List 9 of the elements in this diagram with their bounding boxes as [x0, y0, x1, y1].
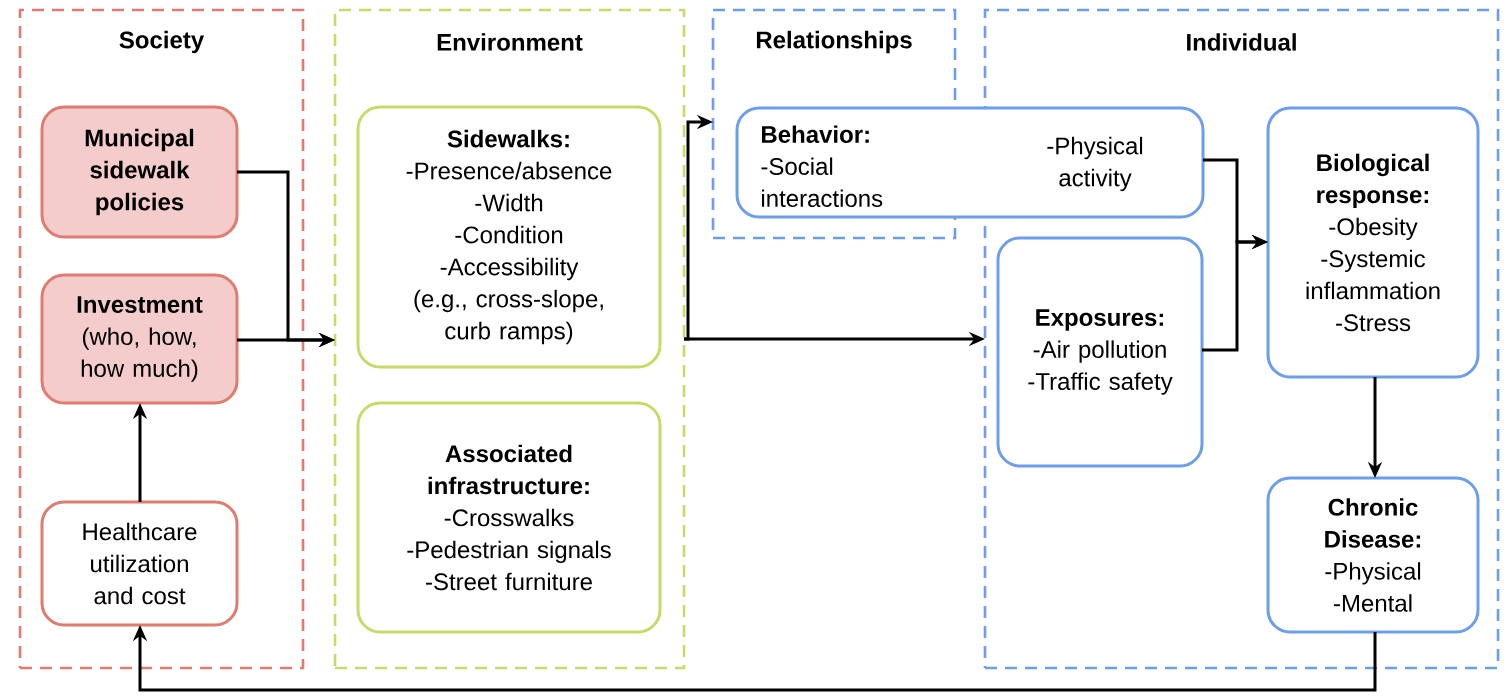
rounded-box: Chronic Disease: -Physical -Mental: [1266, 476, 1480, 634]
rounded-box: Healthcare utilization and cost: [40, 500, 239, 627]
rounded-box: Biological response: -Obesity -Systemic inflammation -Stress: [1266, 106, 1480, 379]
rounded-box: Exposures: -Air pollution -Traffic safety: [996, 236, 1204, 468]
rounded-box: Municipal sidewalk policies: [40, 105, 239, 239]
rounded-box: Investment (who, how, how much): [40, 273, 239, 405]
rounded-box: Behavior: -Social interactions -Physical activity: [735, 106, 1205, 219]
rounded-box: Associated infrastructure: -Crosswalks -Pedestrian signals -Street furniture: [356, 401, 662, 634]
rounded-box: Sidewalks: -Presence/absence -Width -Condition -Accessibility (e.g., cross-slope, curb ramps): [356, 105, 662, 369]
